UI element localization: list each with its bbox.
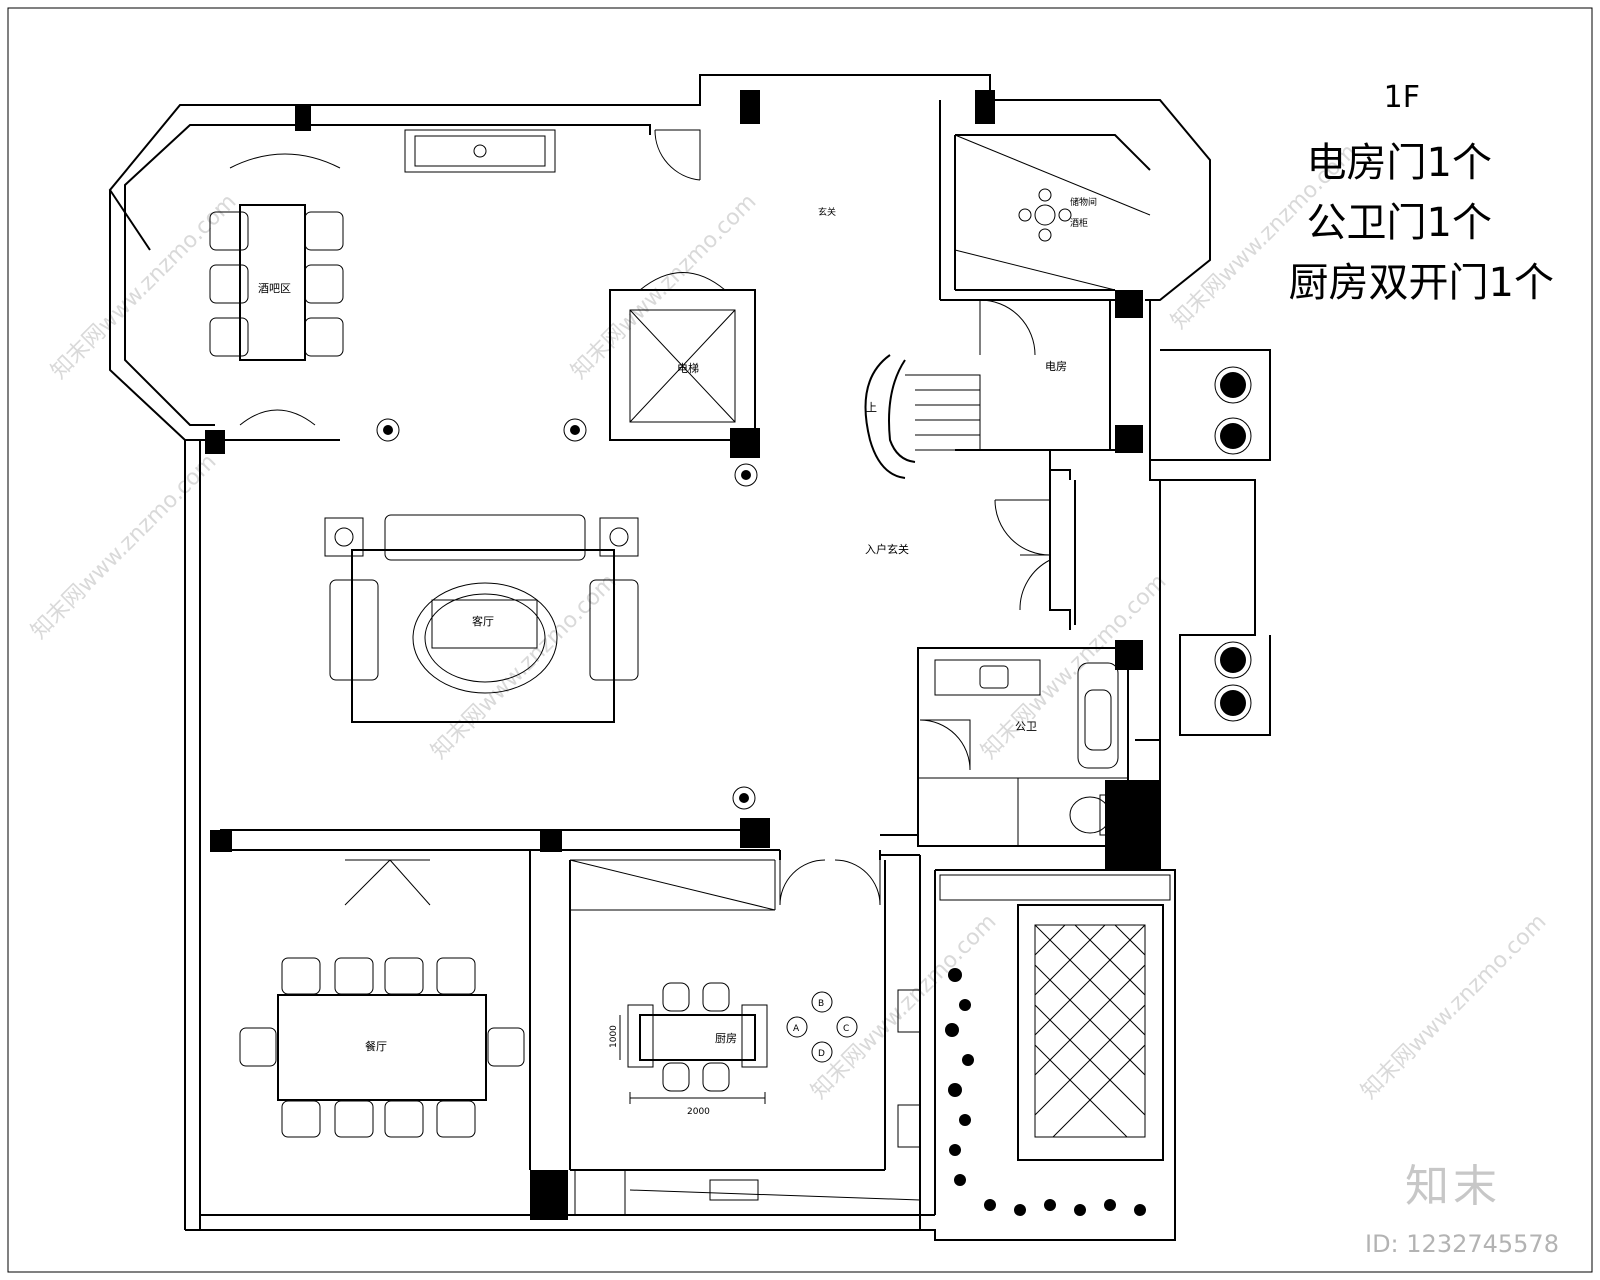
- drawing-border: [7, 7, 1593, 1273]
- room-label-living-room: 客厅: [472, 614, 494, 628]
- room-label-dining-room: 餐厅: [365, 1039, 387, 1053]
- elevator: 电梯: [609, 272, 756, 441]
- marker-d: [811, 1041, 833, 1063]
- kitchen: 2000 1000 厨房: [574, 982, 921, 1216]
- watermark-text: 知末网www.znzmo.com: [807, 909, 1002, 1104]
- bar-chairs: [209, 211, 344, 357]
- courtyard-lattice: [1034, 924, 1146, 1138]
- watermark-text: 知末网www.znzmo.com: [427, 569, 622, 764]
- watermark-text: 知末网www.znzmo.com: [1357, 909, 1552, 1104]
- living-room: 客厅: [324, 514, 639, 723]
- courtyard: [939, 874, 1171, 1216]
- dining-chairs: [239, 957, 525, 1138]
- note-bathroom-door: 公卫门1个: [1306, 200, 1492, 246]
- room-label-foyer-top: 玄关: [818, 206, 836, 218]
- watermark-text: 知末网www.znzmo.com: [567, 189, 762, 384]
- room-label-electric-room: 电房: [1045, 360, 1067, 373]
- staircase: 上 电房: [864, 354, 1067, 479]
- marker-c: [836, 1016, 858, 1038]
- dimension-table-width: 2000: [687, 1107, 710, 1117]
- marker-b-label: B: [818, 999, 824, 1009]
- room-label-bar-area: 酒吧区: [258, 282, 291, 295]
- room-label-wine-cabinet: 酒柜: [1070, 217, 1088, 229]
- room-label-public-bath: 公卫: [1015, 720, 1037, 733]
- marker-a-label: A: [793, 1024, 800, 1034]
- dimension-table-height: 1000: [609, 1025, 619, 1048]
- elevation-markers: A B C D: [786, 991, 858, 1063]
- marker-c-label: C: [843, 1024, 849, 1034]
- dining-room: 餐厅: [239, 859, 525, 1138]
- doors: [654, 129, 1051, 906]
- brand-logo-text: 知末: [1405, 1161, 1501, 1212]
- public-bathroom: 公卫: [934, 659, 1119, 836]
- note-kitchen-double-door: 厨房双开门1个: [1288, 260, 1554, 306]
- room-label-storage: 储物间: [1070, 196, 1097, 208]
- plants: [945, 968, 1146, 1216]
- note-electric-door: 电房门1个: [1306, 140, 1492, 186]
- floor-label: 1F: [1383, 80, 1420, 115]
- ac-units: [1214, 366, 1252, 722]
- marker-a: [786, 1016, 808, 1038]
- marker-b: [811, 991, 833, 1013]
- room-label-kitchen: 厨房: [715, 1032, 737, 1045]
- stair-up-mark: 上: [866, 401, 877, 414]
- storage-room: 储物间 酒柜 玄关: [818, 188, 1097, 242]
- marker-d-label: D: [818, 1049, 825, 1059]
- bar-area: 酒吧区: [209, 129, 556, 426]
- outer-walls: [108, 74, 1271, 1241]
- watermark-text: 知末网www.znzmo.com: [27, 449, 222, 644]
- room-label-elevator: 电梯: [677, 362, 699, 375]
- speakers: [376, 418, 758, 810]
- brand-id: ID: 1232745578: [1365, 1230, 1559, 1258]
- room-label-entry-foyer: 入户玄关: [865, 542, 909, 556]
